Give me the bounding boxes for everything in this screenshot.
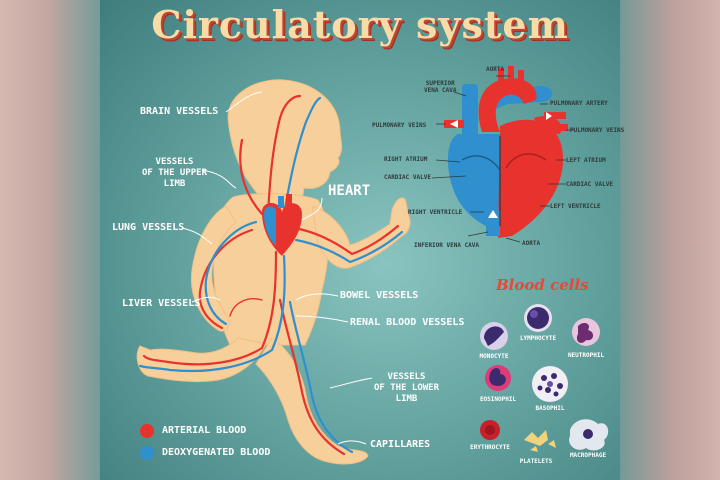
erythrocyte-cell [480,420,500,440]
label-cardiac-valve-right: CARDIAC VALVE [566,181,613,188]
label-left-atrium: LEFT ATRIUM [566,157,606,164]
label-upper-limb-vessels: VESSELS OF THE UPPER LIMB [142,157,207,190]
label-pulmonary-veins-left: PULMONARY VEINS [372,122,427,129]
label-pulmonary-veins-right: PULMONARY VEINS [570,127,625,134]
body-silhouette [136,79,411,465]
arterial-vessels [142,94,400,456]
label-upper-limb-line3: LIMB [163,179,186,189]
legend-deoxygenated-label: DEOXYGENATED BLOOD [162,447,271,458]
blurred-edge-left [0,0,118,480]
label-svc-line1: SUPERIOR [425,80,455,87]
label-right-atrium: RIGHT ATRIUM [384,156,428,163]
label-inferior-vena-cava: INFERIOR VENA CAVA [414,242,480,249]
blood-cells [480,304,609,452]
body-heart [262,194,302,256]
label-svc-line2: VENA CAVA [424,87,457,94]
label-heart: HEART [328,183,371,199]
blood-cells-title: Blood cells [496,276,589,294]
label-cardiac-valve-left: CARDIAC VALVE [384,174,431,181]
label-lower-limb-line2: OF THE LOWER [374,383,440,393]
label-capillaries: CAPILLARES [370,439,431,450]
label-brain-vessels: BRAIN VESSELS [140,106,219,117]
label-lower-limb-line1: VESSELS [387,372,426,382]
label-liver-vessels: LIVER VESSELS [122,298,201,309]
venous-vessels [138,96,404,454]
label-upper-limb-line1: VESSELS [155,157,194,167]
cell-label-monocyte: MONOCYTE [479,353,509,360]
heart-callout-lines [431,75,574,243]
label-lower-limb-vessels: VESSELS OF THE LOWER LIMB [374,372,439,405]
label-left-ventricle: LEFT VENTRICLE [550,203,601,210]
label-superior-vena-cava: SUPERIOR VENA CAVA [424,80,457,94]
poster-panel [100,0,620,480]
label-right-ventricle: RIGHT VENTRICLE [408,209,463,216]
cell-label-erythrocyte: ERYTHROCYTE [470,444,510,451]
poster-title: Circulatory system [151,2,569,47]
platelets-cell [524,430,556,452]
label-upper-limb-line2: OF THE UPPER [142,168,208,178]
legend-arterial-label: ARTERIAL BLOOD [162,425,247,436]
eosinophil-cell [485,365,511,391]
monocyte-cell [480,322,508,350]
cell-label-basophil: BASOPHIL [535,405,565,412]
label-lower-limb-line3: LIMB [395,394,418,404]
cell-label-platelets: PLATELETS [519,458,553,465]
cell-label-lymphocyte: LYMPHOCYTE [519,335,557,342]
label-renal-vessels: RENAL BLOOD VESSELS [350,317,465,328]
cell-label-eosinophil: EOSINOPHIL [479,396,517,403]
heart-anatomy [444,66,568,238]
label-aorta-bottom: AORTA [522,240,541,247]
label-aorta-top: AORTA [486,66,505,73]
legend-deoxygenated-swatch [140,446,154,460]
legend-arterial-swatch [140,424,154,438]
cell-label-macrophage: MACROPHAGE [569,452,607,459]
neutrophil-cell [572,318,600,346]
macrophage-cell [569,419,609,451]
basophil-cell [532,366,568,402]
blurred-edge-right [602,0,720,480]
label-bowel-vessels: BOWEL VESSELS [340,290,419,301]
label-pulmonary-artery: PULMONARY ARTERY [550,100,608,107]
lymphocyte-cell [524,304,552,332]
label-lung-vessels: LUNG VESSELS [112,222,185,233]
callout-lines [181,91,373,445]
cell-label-neutrophil: NEUTROPHIL [567,352,605,359]
